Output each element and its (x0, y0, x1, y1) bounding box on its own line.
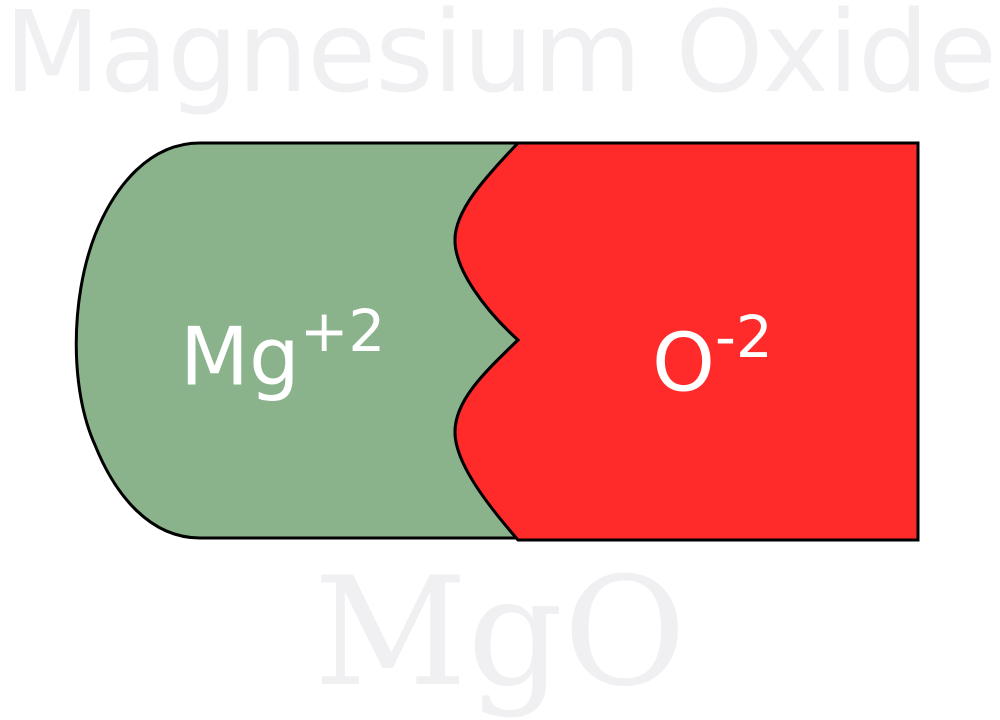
oxide-ion-shape (453, 141, 920, 542)
magnesium-charge: +2 (299, 297, 386, 365)
chemical-formula: MgO (313, 546, 687, 720)
magnesium-ion-label: Mg+2 (180, 292, 385, 403)
oxygen-symbol: O (652, 316, 715, 410)
oxide-ion-label: O-2 (652, 298, 773, 409)
diagram-title: Magnesium Oxide (4, 0, 997, 118)
magnesium-symbol: Mg (180, 310, 300, 404)
oxygen-charge: -2 (714, 303, 773, 371)
